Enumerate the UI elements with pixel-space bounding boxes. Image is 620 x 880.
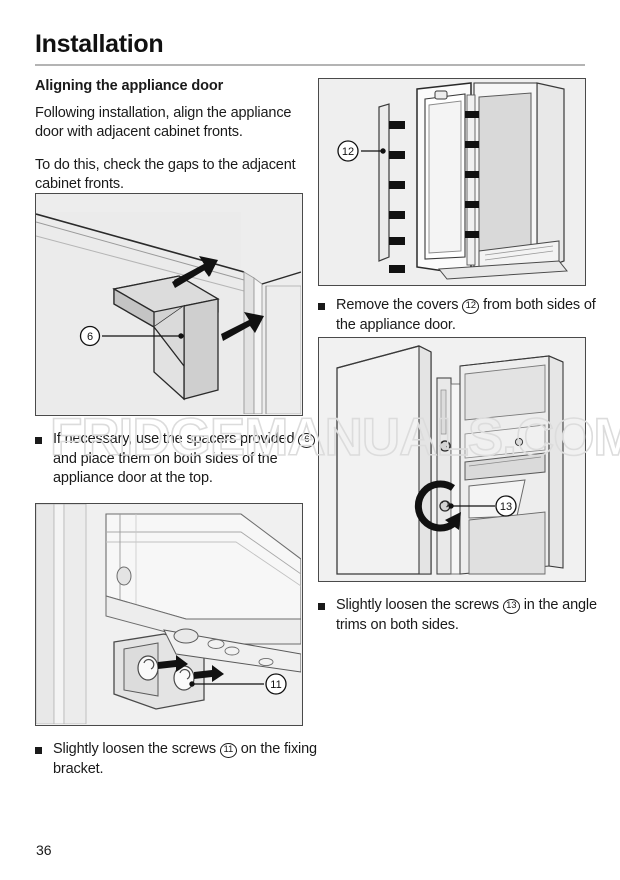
svg-text:12: 12	[342, 146, 354, 158]
bullet-angle-trim: Slightly loosen the screws 13 in the ang…	[318, 596, 604, 635]
spacer-illustration: 6	[36, 194, 301, 414]
bullet-text-before: If necessary, use the spacers provided	[53, 431, 299, 447]
bullet-text-after: from both sides of the appliance door.	[336, 297, 596, 333]
inline-ref-11: 11	[219, 742, 237, 758]
paragraph-2: To do this, check the gaps to the adjace…	[35, 157, 296, 192]
svg-text:6: 6	[87, 331, 93, 343]
bullet-text-after: in the angle trims on both sides.	[336, 597, 597, 633]
door-covers-illustration: 12	[319, 79, 584, 284]
inline-ref-6: 6	[298, 432, 316, 448]
bullet-text-after: and place them on both sides of the appl…	[53, 450, 278, 487]
bullet-square	[35, 437, 42, 444]
bullet-remove-covers: Remove the covers 12 from both sides of …	[318, 296, 604, 335]
bullet-fixing-bracket: Slightly loosen the screws 11 on the fix…	[35, 740, 321, 779]
inline-ref-12: 12	[462, 298, 480, 314]
svg-text:11: 11	[270, 679, 281, 691]
page-number: 36	[36, 842, 52, 858]
figure-fixing-bracket: 11	[35, 503, 303, 726]
angle-trim-illustration: 13	[319, 338, 584, 580]
section-heading: Aligning the appliance door	[35, 78, 224, 94]
header-divider	[35, 64, 585, 66]
page-title: Installation	[35, 30, 164, 58]
left-column: Aligning the appliance door Following in…	[35, 78, 303, 208]
paragraph-1: Following installation, align the applia…	[35, 105, 292, 140]
figure-angle-trim: 13	[318, 337, 586, 582]
bullet-text-after: on the fixing bracket.	[53, 741, 317, 777]
bullet-text-before: Slightly loosen the screws	[336, 597, 503, 613]
bullet-square	[35, 747, 42, 754]
inline-ref-13: 13	[502, 598, 520, 614]
fixing-bracket-illustration: 11	[36, 504, 301, 724]
figure-door-covers: 12	[318, 78, 586, 286]
bullet-square	[318, 303, 325, 310]
svg-text:13: 13	[500, 501, 512, 513]
bullet-text-before: Remove the covers	[336, 297, 463, 313]
bullet-square	[318, 603, 325, 610]
bullet-spacers: If necessary, use the spacers provided 6…	[35, 430, 321, 489]
bullet-text-before: Slightly loosen the screws	[53, 741, 220, 757]
figure-spacer: 6	[35, 193, 303, 416]
